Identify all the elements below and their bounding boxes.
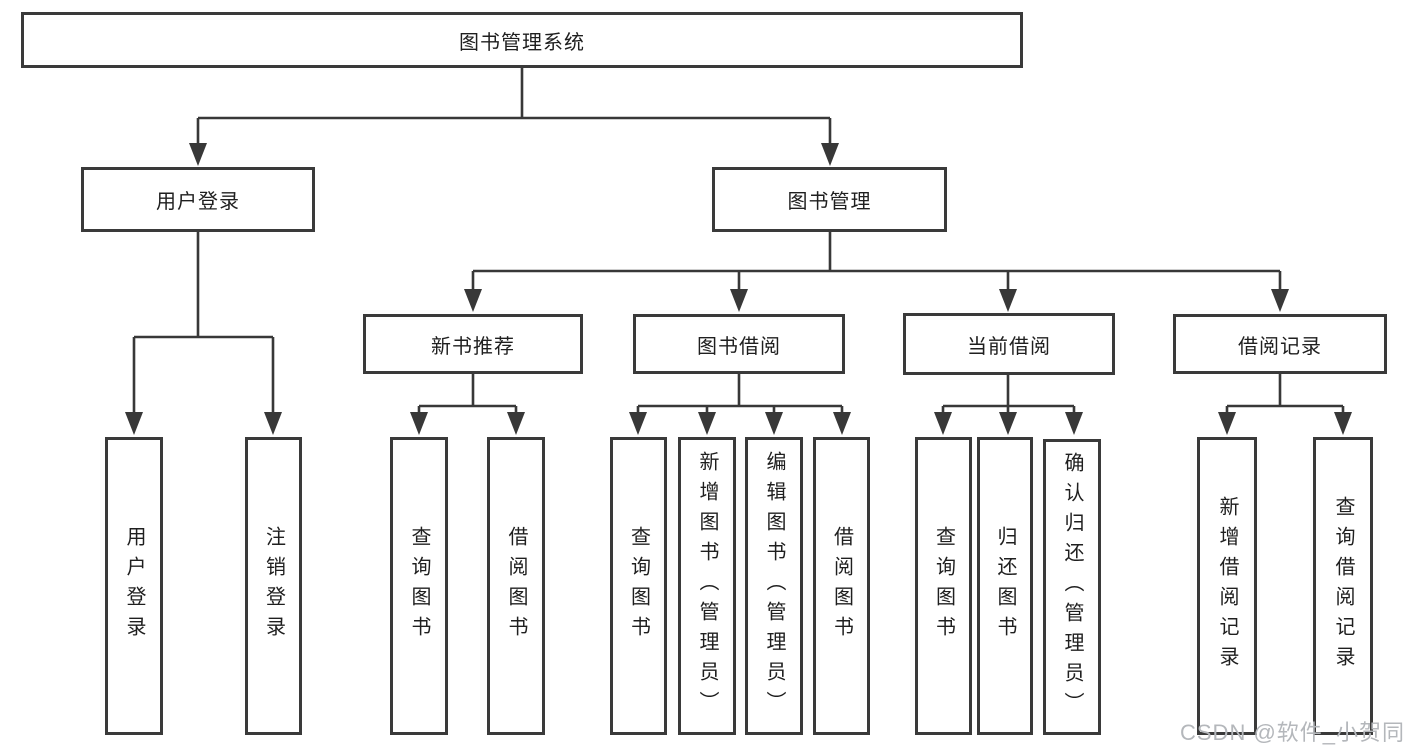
connector-new-book-recommend-children — [417, 374, 518, 414]
leaf-nb-borrow-books: 借阅图书 — [487, 437, 545, 735]
arrowhead-borrowing-records — [1271, 289, 1289, 312]
leaf-br-add-record: 新增借阅记录 — [1197, 437, 1257, 735]
arrowhead-leaf-user-login — [125, 412, 143, 435]
arrowhead-bb-borrow-books — [833, 412, 851, 435]
leaf-cb-return-books: 归还图书 — [977, 437, 1033, 735]
connector-book-management-children — [471, 232, 1282, 291]
leaf-nb-query-books: 查询图书 — [390, 437, 448, 735]
arrowhead-book-borrowing — [730, 289, 748, 312]
arrowhead-new-book-recommend — [464, 289, 482, 312]
node-root: 图书管理系统 — [21, 12, 1023, 68]
node-book-borrowing: 图书借阅 — [633, 314, 845, 374]
arrowhead-nb-borrow-books — [507, 412, 525, 435]
leaf-cb-confirm-return: 确认归还（管理员） — [1043, 439, 1101, 735]
leaf-bb-add-books: 新增图书（管理员） — [678, 437, 736, 735]
arrowhead-cb-return-books — [999, 412, 1017, 435]
arrowhead-cb-confirm-return — [1065, 412, 1083, 435]
leaf-logout: 注销登录 — [245, 437, 302, 735]
arrowhead-cb-query-books — [934, 412, 952, 435]
leaf-br-query-record: 查询借阅记录 — [1313, 437, 1373, 735]
connector-user-login-children — [132, 232, 275, 414]
connector-book-borrowing-children — [636, 374, 844, 414]
arrowhead-current-borrowing — [999, 289, 1017, 312]
node-book-management: 图书管理 — [712, 167, 947, 232]
node-current-borrowing: 当前借阅 — [903, 313, 1115, 375]
leaf-bb-borrow-books: 借阅图书 — [813, 437, 870, 735]
node-new-book-recommend: 新书推荐 — [363, 314, 583, 374]
arrowhead-book-management — [821, 143, 839, 166]
arrowhead-br-add-record — [1218, 412, 1236, 435]
arrowhead-br-query-record — [1334, 412, 1352, 435]
arrowhead-bb-query-books — [629, 412, 647, 435]
leaf-user-login: 用户登录 — [105, 437, 163, 735]
arrowhead-bb-add-books — [698, 412, 716, 435]
connector-current-borrowing-children — [941, 375, 1076, 414]
arrowhead-user-login — [189, 143, 207, 166]
leaf-bb-edit-books: 编辑图书（管理员） — [745, 437, 803, 735]
arrowhead-leaf-logout — [264, 412, 282, 435]
connector-borrowing-records-children — [1225, 374, 1345, 414]
watermark: CSDN @软件_小贺同学 — [1180, 720, 1405, 745]
arrowhead-bb-edit-books — [765, 412, 783, 435]
connector-root-to-level2 — [196, 68, 832, 147]
node-user-login: 用户登录 — [81, 167, 315, 232]
leaf-cb-query-books: 查询图书 — [915, 437, 972, 735]
arrowhead-nb-query-books — [410, 412, 428, 435]
leaf-bb-query-books: 查询图书 — [610, 437, 667, 735]
node-borrowing-records: 借阅记录 — [1173, 314, 1387, 374]
